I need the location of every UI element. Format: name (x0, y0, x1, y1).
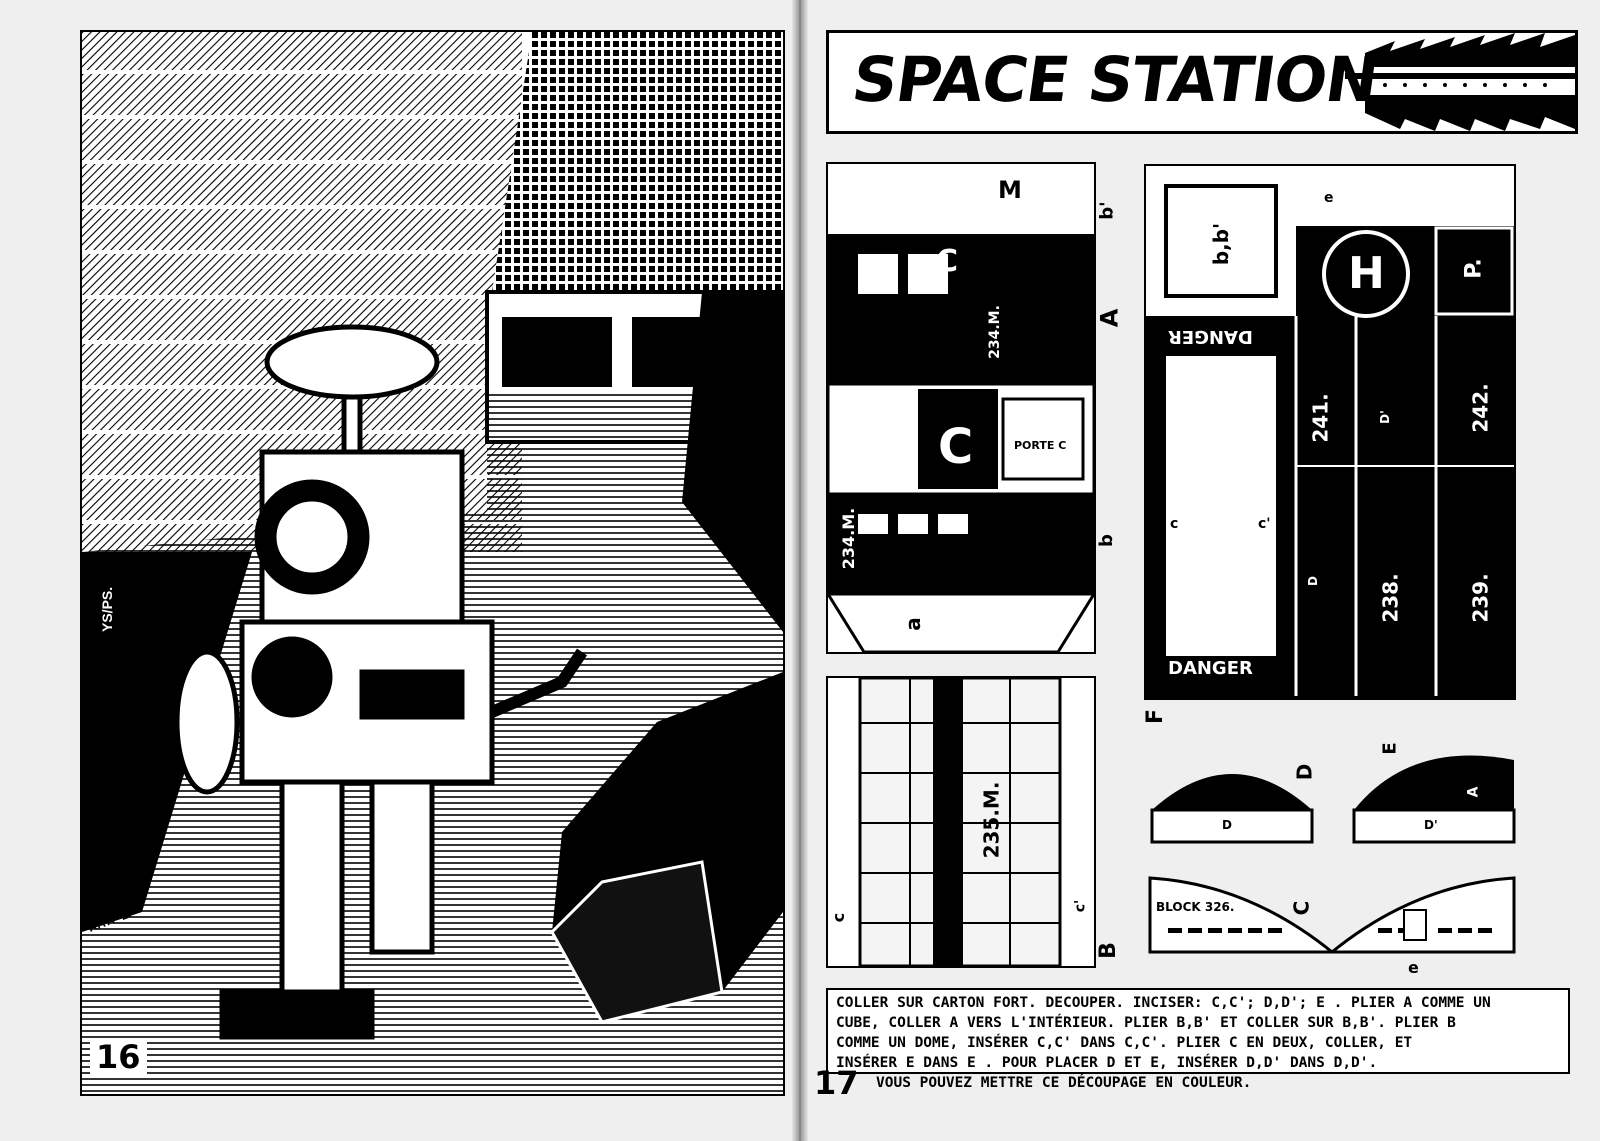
dome-e-art (1352, 755, 1516, 844)
assembly-instructions: Coller sur carton fort. Decouper. Incise… (826, 988, 1570, 1091)
fold-letter-a: A (1095, 308, 1124, 328)
platform-p-label: P. (1461, 258, 1487, 279)
fold-letter-f: F (1143, 708, 1169, 725)
instruction-line: Coller sur carton fort. Decouper. Incise… (836, 995, 1491, 1011)
bay-239: 239. (1468, 573, 1493, 623)
robot-illustration: YS/PS. RATP 2. (80, 30, 785, 1096)
fold-letter-b-prime: b' (1096, 201, 1118, 220)
page-number-right: 17 (814, 1064, 859, 1102)
book-gutter (792, 0, 808, 1141)
block-326-art (1148, 876, 1516, 954)
cutout-tower-wall: 235.M. c c' (826, 676, 1096, 968)
title-banner: SPACE STATION (826, 30, 1578, 134)
bay-242: 242. (1468, 383, 1493, 433)
dome-d-base-label: D (1222, 818, 1232, 832)
sheet-a-letter-c-top: C (936, 244, 959, 279)
landing-platform-art (1146, 166, 1514, 696)
right-page: SPACE STATION (808, 0, 1600, 1141)
robot-scene-art: YS/PS. RATP 2. (82, 32, 783, 1094)
block-326-label: BLOCK 326. (1156, 900, 1235, 914)
helipad-h-icon: H (1348, 248, 1385, 299)
dome-d-art (1150, 774, 1314, 844)
dome-e-base-label: D' (1424, 818, 1438, 832)
dome-d-letter: D (1292, 763, 1317, 781)
block-letter-c: C (1289, 900, 1314, 916)
instruction-line: insérer e dans e . Pour placer D et E, i… (836, 1055, 1378, 1071)
cutout-block-326: BLOCK 326. (1148, 874, 1516, 954)
sheet-a-label-234m-top: 234.M. (986, 305, 1003, 359)
building-cube-art (828, 164, 1094, 652)
tower-c-prime-label: c' (1072, 899, 1089, 913)
svg-text:YS/PS.: YS/PS. (99, 587, 115, 632)
sheet-a-letter-c-mid: C (938, 419, 974, 475)
dome-e-wing-label: A (1465, 786, 1482, 798)
cutout-dome-e: D' A (1350, 740, 1518, 844)
bay-238: 238. (1378, 573, 1403, 623)
instruction-line: Vous pouvez mettre ce découpage en coule… (876, 1075, 1252, 1091)
instruction-line: cube, coller a vers l'intérieur. Plier b… (836, 1015, 1456, 1031)
platform-c-prime-label: c' (1258, 516, 1271, 532)
block-e-label: e (1408, 958, 1419, 977)
platform-bb-label: b,b' (1209, 222, 1234, 266)
tower-c-label: c (829, 912, 849, 923)
tower-label-235m: 235.M. (979, 781, 1004, 859)
page-number-left: 16 (90, 1038, 147, 1076)
cutout-dome-d: D (1148, 748, 1316, 844)
sheet-a-letter-a: a (900, 617, 925, 631)
fold-letter-b: b (1095, 534, 1117, 547)
cutout-building-cube: M C C 234.M. 234.M. PORTE C a (826, 162, 1096, 654)
sheet-a-letter-m: M (998, 176, 1022, 204)
instruction-line: comme un dome, insérer c,c' dans c,c'. P… (836, 1035, 1413, 1051)
page-title: SPACE STATION (847, 43, 1383, 116)
danger-label-top: DANGER (1168, 326, 1253, 347)
lightning-bolts-decoration (1345, 33, 1575, 131)
sheet-a-porte-c: PORTE C (1014, 439, 1067, 452)
sheet-a-label-234m-bottom: 234.M. (839, 507, 859, 570)
platform-d-label: D (1305, 576, 1320, 586)
fold-letter-big-b: B (1095, 942, 1121, 959)
danger-label-bottom: DANGER (1168, 658, 1253, 679)
tower-wall-art (828, 678, 1094, 966)
dome-e-letter: E (1379, 742, 1401, 755)
platform-d-prime-label: D' (1377, 410, 1392, 424)
left-page: YS/PS. RATP 2. 16 (0, 0, 792, 1141)
bay-241: 241. (1308, 393, 1333, 443)
platform-c-label: c (1170, 516, 1179, 532)
platform-e-label: e (1324, 190, 1334, 206)
cutout-landing-platform: b,b' e H P. DANGER DANGER c c' 241. 242.… (1144, 164, 1516, 700)
